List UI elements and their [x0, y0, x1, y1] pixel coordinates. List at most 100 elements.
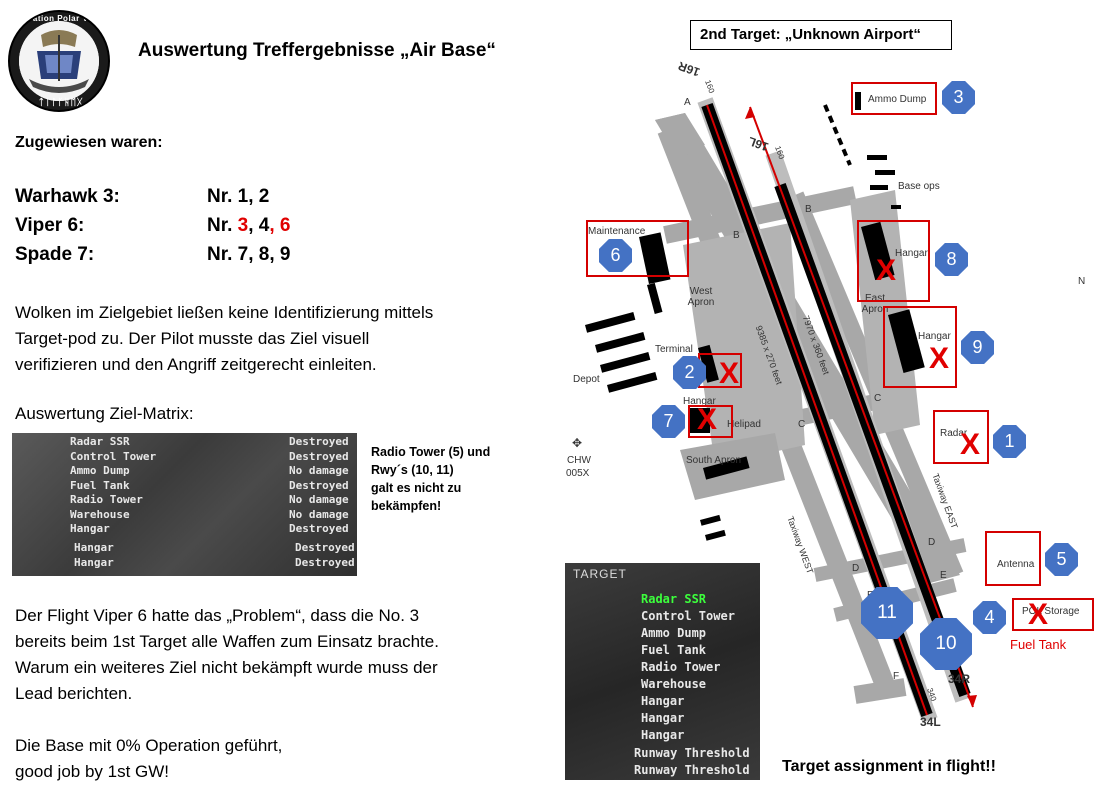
target-hit-6: , 6 — [269, 215, 291, 236]
text-line: bereits beim 1st Target alle Waffen zum … — [15, 632, 439, 651]
label-taxiway-c2: C — [874, 393, 882, 404]
exclusion-note: Radio Tower (5) und Rwy´s (10, 11) galt … — [371, 443, 521, 515]
matrix-status: No damage — [289, 464, 349, 477]
matrix-target: Hangar — [70, 522, 110, 535]
targets-text: , 4 — [248, 215, 270, 236]
assigned-heading: Zugewiesen waren: — [15, 134, 163, 151]
text-line: verifizieren und den Angriff zeitgerecht… — [15, 355, 377, 374]
target-box-antenna — [985, 531, 1041, 586]
hit-mark-hangar-7: X — [697, 403, 718, 436]
target-list-item: Hangar — [641, 728, 685, 742]
flight-name-warhawk: Warhawk 3: — [15, 186, 120, 207]
target-marker-9: 9 — [961, 331, 994, 364]
target-list-item: Hangar — [641, 711, 685, 725]
label-north: N — [1078, 276, 1086, 287]
target-box-hangar-9 — [883, 306, 957, 388]
matrix-status: No damage — [289, 493, 349, 506]
text-line: Warum ein weiteres Ziel nicht bekämpft w… — [15, 658, 438, 677]
label-antenna: Antenna — [997, 559, 1035, 570]
target-marker-3: 3 — [942, 81, 975, 114]
text-line: Der Flight Viper 6 hatte das „Problem“, … — [15, 606, 420, 625]
hit-mark-terminal: X — [719, 357, 740, 390]
runways — [697, 97, 977, 723]
squadron-logo: Operation Polar Vortex ᛏᛁᛚᚴᚺᛖᚷ — [8, 10, 110, 112]
matrix-target: Fuel Tank — [70, 479, 130, 492]
target-assignment-caption: Target assignment in flight!! — [782, 758, 996, 775]
text-line: Target-pod zu. Der Pilot musste das Ziel… — [15, 329, 370, 348]
label-taxiway-f: F — [893, 671, 900, 682]
label-rw34l: 34L — [920, 715, 941, 729]
hit-mark-fuel-tank: X — [1028, 598, 1049, 631]
buildings — [585, 92, 925, 541]
flight-name-spade: Spade 7: — [15, 244, 95, 265]
label-hangar-8: Hangar — [895, 248, 928, 259]
target-list-item: Warehouse — [641, 677, 707, 691]
viper-paragraph: Der Flight Viper 6 hatte das „Problem“, … — [15, 603, 520, 707]
flight-name-viper: Viper 6: — [15, 215, 85, 236]
target-marker-7: 7 — [652, 405, 685, 438]
label-depot: Depot — [573, 374, 600, 385]
targets-text: Nr. 7, 8, 9 — [207, 244, 291, 265]
targets-text: Nr. 1, 2 — [207, 186, 270, 207]
label-taxiway-c1: C — [798, 419, 806, 430]
target-list-item: Hangar — [641, 694, 685, 708]
target-box-hangar-8 — [857, 220, 930, 302]
label-taxiway-d1: D — [928, 537, 936, 548]
label-taxiway-a: A — [684, 97, 691, 108]
target-box-ammo-dump — [851, 82, 937, 115]
note-line: bekämpfen! — [371, 499, 442, 513]
label-pol-storage: POL Storage — [1022, 606, 1080, 617]
matrix-target: Ammo Dump — [70, 464, 130, 477]
page-title: Auswertung Treffergebnisse „Air Base“ — [138, 40, 496, 61]
matrix-target: Hangar — [74, 541, 114, 554]
flight-targets-spade: Nr. 7, 8, 9 — [207, 244, 290, 266]
target-box-hangar-7 — [688, 405, 733, 438]
target-list-heading: TARGET — [573, 567, 627, 581]
label-taxiway-b1: B — [733, 230, 740, 241]
target-marker-8: 8 — [935, 243, 968, 276]
note-line: Radio Tower (5) und — [371, 445, 491, 459]
matrix-target: Warehouse — [70, 508, 130, 521]
matrix-target: Hangar — [74, 556, 114, 569]
label-helipad: Helipad — [727, 419, 761, 430]
target-box-radar — [933, 410, 989, 464]
matrix-target: Radio Tower — [70, 493, 143, 506]
target-list-item: Runway Threshold — [634, 763, 750, 777]
target-matrix-screenshot: Radar SSR Destroyed Control Tower Destro… — [12, 433, 357, 576]
hit-mark-radar: X — [960, 428, 981, 461]
target-list-item: Ammo Dump — [641, 626, 707, 640]
label-south-apron: South Apron — [686, 455, 742, 466]
clouds-paragraph: Wolken im Zielgebiet ließen keine Identi… — [15, 300, 520, 378]
target-list-screenshot: TARGET Radar SSR Control Tower Ammo Dump… — [565, 563, 760, 780]
matrix-status: No damage — [289, 508, 349, 521]
target-list-item: Runway Threshold — [634, 746, 750, 760]
navaid-icon: ✥ — [572, 436, 583, 450]
note-line: galt es nicht zu — [371, 481, 462, 495]
matrix-status: Destroyed — [289, 479, 349, 492]
label-radar: Radar — [940, 428, 968, 439]
matrix-status: Destroyed — [289, 450, 349, 463]
target-list-item: Control Tower — [641, 609, 735, 623]
target-list-item: Fuel Tank — [641, 643, 707, 657]
hit-mark-hangar-9: X — [929, 342, 950, 375]
label-hangar-7: Hangar — [683, 396, 716, 407]
matrix-status: Destroyed — [295, 541, 355, 554]
targets-text: Nr. — [207, 215, 238, 236]
target-marker-4: 4 — [973, 601, 1006, 634]
label-hangar-9: Hangar — [918, 331, 951, 342]
logo-emblem — [19, 21, 99, 101]
flight-targets-viper: Nr. 3, 4, 6 — [207, 215, 290, 237]
matrix-target: Radar SSR — [70, 435, 130, 448]
target-hit-3: 3 — [237, 215, 249, 236]
label-terminal: Terminal — [655, 344, 693, 355]
label-taxiway-b2: B — [805, 204, 812, 215]
target-marker-10: 10 — [920, 618, 972, 670]
second-target-label: 2nd Target: „Unknown Airport“ — [690, 20, 952, 50]
text-line: good job by 1st GW! — [15, 762, 170, 781]
label-taxiway-d2: D — [852, 563, 860, 574]
base-paragraph: Die Base mit 0% Operation geführt, good … — [15, 733, 520, 785]
logo-top-text: Operation Polar Vortex — [12, 14, 110, 23]
label-chw: CHW — [567, 455, 591, 466]
viking-ship-icon — [19, 21, 99, 101]
target-marker-2: 2 — [673, 356, 706, 389]
